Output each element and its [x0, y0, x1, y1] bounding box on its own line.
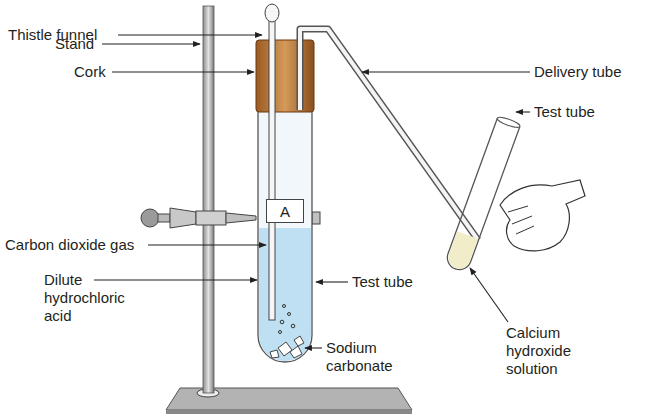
part-label: Stand: [55, 35, 94, 53]
part-label: Carbon dioxide gas: [5, 236, 134, 254]
part-label: Cork: [74, 63, 106, 81]
label-box: A: [266, 199, 304, 223]
part-label: Calcium hydroxide solution: [506, 324, 596, 378]
part-label: Dilute hydrochloric acid: [44, 271, 134, 325]
part-label: Sodium carbonate: [326, 339, 401, 375]
part-label: Test tube: [352, 273, 413, 291]
part-label: Test tube: [534, 103, 595, 121]
box-letter: A: [280, 203, 290, 220]
part-label: Delivery tube: [534, 63, 622, 81]
